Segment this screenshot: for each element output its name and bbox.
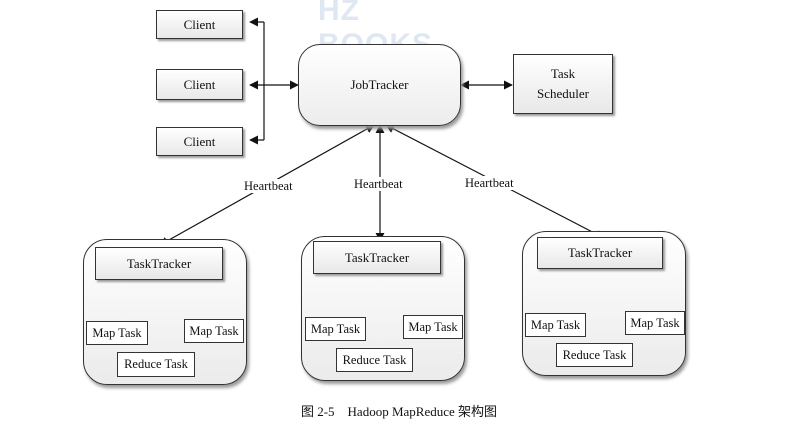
- figure-caption: 图 2-5 Hadoop MapReduce 架构图: [300, 404, 498, 419]
- map-task-left-2: Map Task: [305, 317, 366, 341]
- task-scheduler-line1: Task: [550, 66, 576, 81]
- heartbeat-label-right: Heartbeat: [464, 176, 515, 190]
- map-task-right-2: Map Task: [403, 315, 463, 339]
- tasktracker-box-3: TaskTracker: [537, 237, 663, 269]
- map-task-left-3: Map Task: [525, 313, 586, 337]
- reduce-task-3: Reduce Task: [556, 343, 633, 367]
- reduce-task-2: Reduce Task: [336, 348, 413, 372]
- heartbeat-label-left: Heartbeat: [243, 179, 294, 193]
- tasktracker-box-2: TaskTracker: [313, 241, 441, 274]
- client-box-2: Client: [156, 69, 243, 100]
- reduce-task-1: Reduce Task: [117, 352, 195, 377]
- client-box-3: Client: [156, 127, 243, 156]
- tasktracker-box-1: TaskTracker: [95, 247, 223, 280]
- map-task-right-3: Map Task: [625, 311, 685, 335]
- client-box-1: Client: [156, 10, 243, 39]
- map-task-right-1: Map Task: [184, 319, 244, 343]
- heartbeat-label-middle: Heartbeat: [353, 177, 404, 191]
- map-task-left-1: Map Task: [86, 321, 148, 345]
- jobtracker-box: JobTracker: [298, 44, 461, 126]
- task-scheduler-line2: Scheduler: [537, 86, 589, 101]
- task-scheduler-box: Task Scheduler: [513, 54, 613, 114]
